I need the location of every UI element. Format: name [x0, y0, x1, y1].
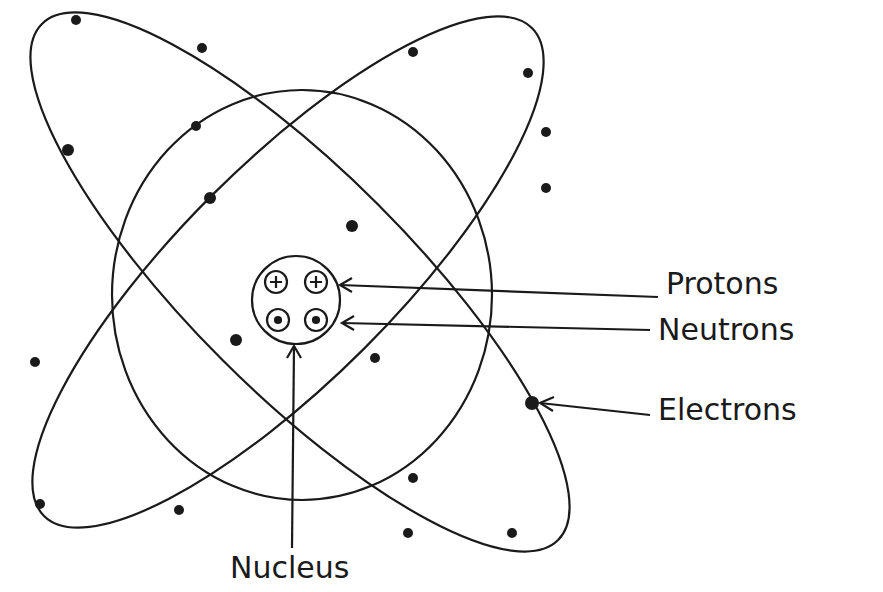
leader-line [340, 285, 658, 297]
arrowhead [342, 316, 354, 330]
neutron-dot [313, 317, 319, 323]
leader-line [292, 346, 294, 548]
part-label: Electrons [658, 392, 797, 428]
neutron-symbol [267, 309, 289, 331]
part-label: Neutrons [658, 312, 794, 348]
arrowhead [287, 346, 301, 358]
part-label: Nucleus [230, 550, 349, 586]
plus-sign [270, 276, 322, 288]
neutron-symbol [305, 309, 327, 331]
arrowhead [340, 278, 352, 292]
electrons [30, 15, 551, 538]
part-label: Protons [666, 266, 778, 302]
arrowhead [540, 397, 554, 411]
leader-line [342, 323, 650, 330]
orbit [112, 90, 492, 500]
orbit [0, 0, 608, 592]
nucleus-circle [252, 256, 340, 344]
leader-line [540, 403, 650, 415]
neutron-dot [275, 317, 281, 323]
orbit [0, 0, 636, 592]
